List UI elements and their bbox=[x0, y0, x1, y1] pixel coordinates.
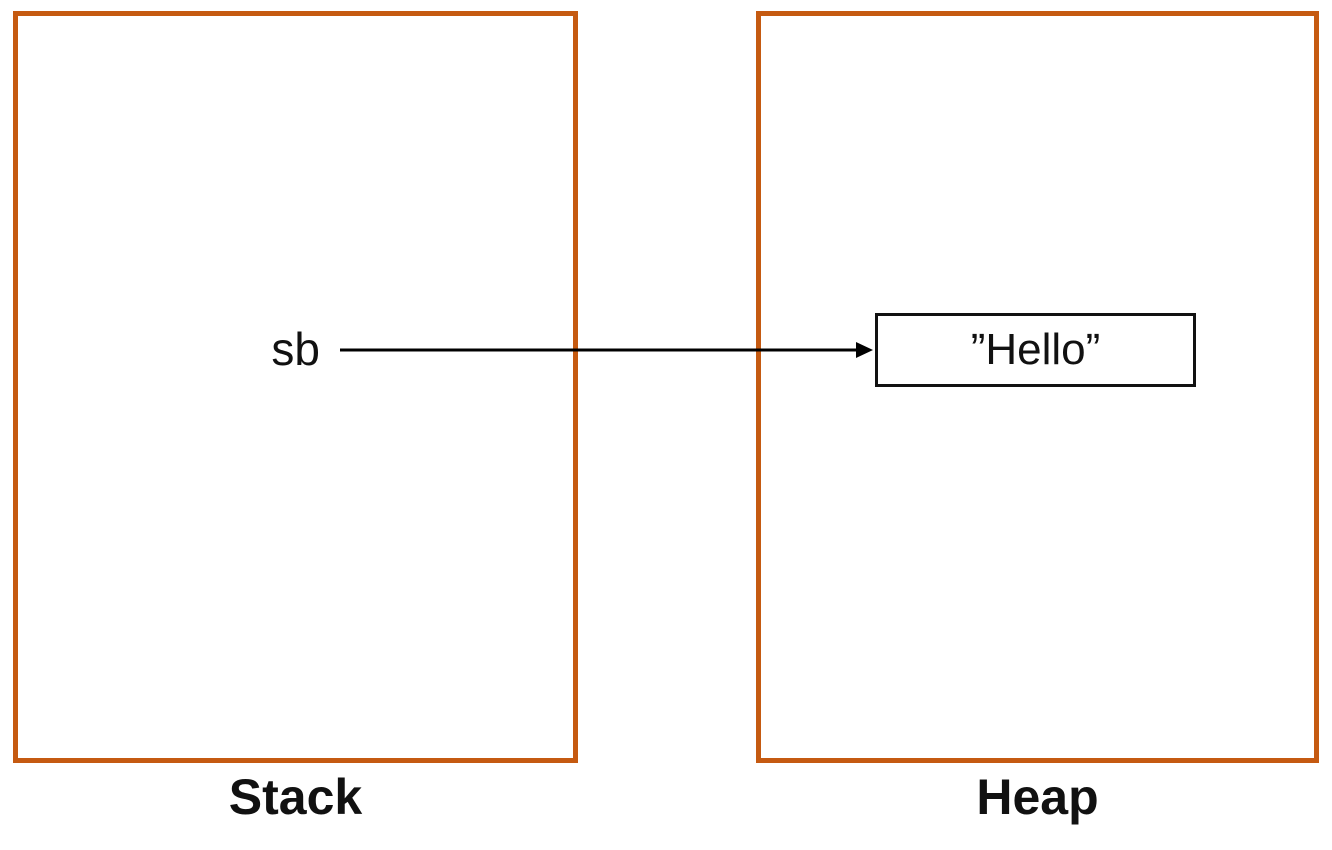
stack-region-box bbox=[13, 11, 578, 763]
heap-region-box bbox=[756, 11, 1319, 763]
pointer-arrow bbox=[340, 342, 873, 358]
heap-object-value: ”Hello” bbox=[970, 325, 1101, 374]
heap-region-label: Heap bbox=[976, 769, 1099, 825]
variable-label: sb bbox=[271, 323, 320, 375]
stack-region-label: Stack bbox=[228, 769, 363, 825]
heap-object-box: ”Hello” bbox=[875, 313, 1196, 387]
